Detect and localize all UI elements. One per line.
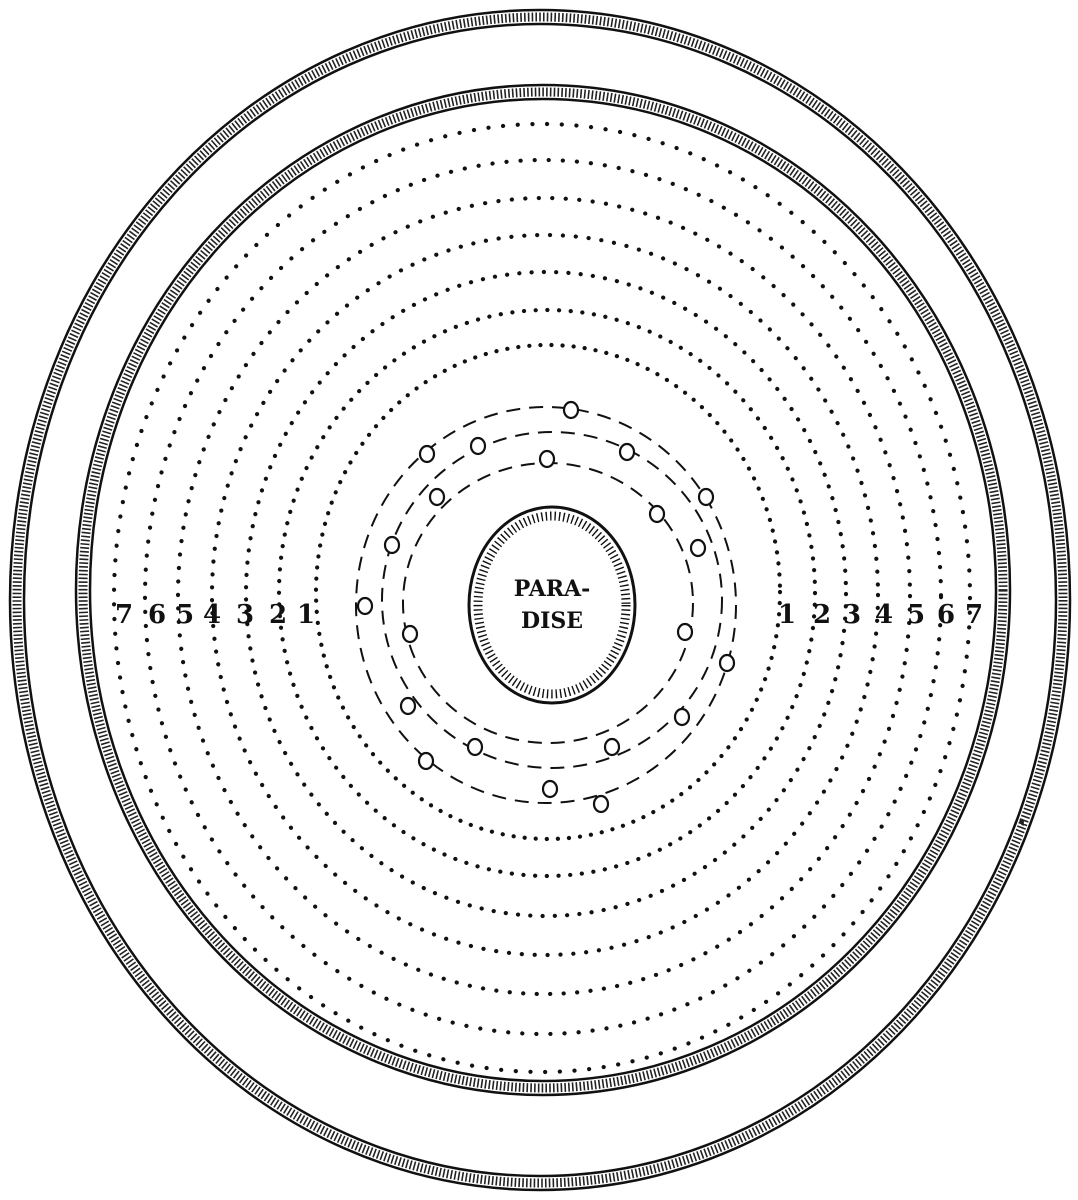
- orbit-sphere: [385, 537, 399, 553]
- left-ring-number: 1: [297, 600, 315, 630]
- orbit-sphere: [720, 655, 734, 671]
- right-ring-number: 5: [907, 600, 925, 630]
- paradise-core: PARA- DISE: [469, 507, 635, 703]
- orbit-sphere: [419, 753, 433, 769]
- orbit-sphere: [420, 446, 434, 462]
- right-ring-numbers: 1 2 3 4 5 6 7: [778, 600, 983, 630]
- orbit-sphere: [471, 438, 485, 454]
- right-ring-number: 4: [875, 600, 893, 630]
- orbit-sphere: [594, 796, 608, 812]
- left-ring-number: 6: [148, 600, 166, 630]
- paradise-label-line2: DISE: [521, 608, 583, 634]
- orbit-sphere: [401, 698, 415, 714]
- orbit-sphere: [620, 444, 634, 460]
- orbit-sphere: [430, 489, 444, 505]
- orbit-sphere: [605, 739, 619, 755]
- left-ring-number: 4: [203, 600, 221, 630]
- right-ring-number: 1: [778, 600, 796, 630]
- orbit-sphere: [564, 402, 578, 418]
- orbit-sphere: [543, 781, 557, 797]
- orbit-sphere: [675, 709, 689, 725]
- left-ring-number: 2: [269, 600, 287, 630]
- right-ring-number: 6: [937, 600, 955, 630]
- right-ring-number: 3: [843, 600, 861, 630]
- right-ring-number: 7: [965, 600, 983, 630]
- orbit-sphere: [468, 739, 482, 755]
- left-ring-number: 3: [236, 600, 254, 630]
- orbit-sphere: [403, 626, 417, 642]
- orbit-sphere: [699, 489, 713, 505]
- orbit-sphere: [358, 598, 372, 614]
- orbit-sphere: [540, 451, 554, 467]
- orbit-sphere: [691, 540, 705, 556]
- left-ring-number: 5: [176, 600, 194, 630]
- left-ring-number: 7: [115, 600, 133, 630]
- orbit-sphere: [650, 506, 664, 522]
- right-ring-number: 2: [813, 600, 831, 630]
- paradise-label-line1: PARA-: [514, 576, 591, 602]
- orbit-sphere: [678, 624, 692, 640]
